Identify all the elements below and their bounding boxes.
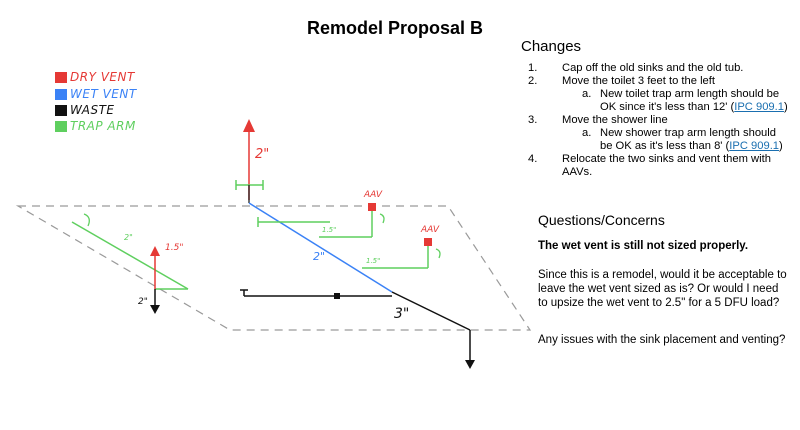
change-text: Move the shower line	[562, 114, 668, 126]
aav1-label: AAV	[363, 190, 383, 200]
waste-stack-arrow	[465, 360, 475, 369]
aav2-trap-icon	[435, 248, 441, 259]
sink2-arm-size-label: 1.5"	[366, 257, 380, 265]
waste-diagonal	[391, 291, 471, 331]
shower-trap-arm-size-label: 2"	[124, 233, 133, 242]
change-item-3: 3. Move the shower line	[528, 114, 788, 127]
change-subnumber: a.	[582, 88, 592, 100]
legend-label-dry-vent: DRY VENT	[70, 70, 135, 84]
toilet-fitting	[334, 293, 340, 299]
changes-heading: Changes	[521, 38, 582, 55]
ipc-reference-link[interactable]: IPC 909.1	[729, 140, 780, 152]
page-title: Remodel Proposal B	[306, 18, 484, 38]
questions-paragraph-2: Any issues with the sink placement and v…	[538, 334, 786, 346]
legend-label-wet-vent: WET VENT	[70, 87, 137, 101]
questions-bold-statement: The wet vent is still not sized properly…	[538, 240, 749, 252]
changes-list: 1. Cap off the old sinks and the old tub…	[528, 62, 788, 179]
questions-paragraph-1: Since this is a remodel, would it be acc…	[538, 269, 787, 309]
shower-vent-size-label: 1.5"	[165, 243, 183, 253]
change-item-2: 2. Move the toilet 3 feet to the left	[528, 75, 788, 88]
change-number: 3.	[528, 114, 538, 126]
change-text: Relocate the two sinks and vent them wit…	[562, 153, 771, 178]
legend-swatch-waste	[55, 105, 67, 116]
change-subtext-close: )	[779, 140, 783, 152]
shower-drain-size-label: 2"	[138, 297, 148, 307]
aav1-trap-icon	[379, 213, 385, 224]
dry-vent-size-label: 2"	[255, 147, 269, 162]
legend-swatch-dry-vent	[55, 72, 67, 83]
change-subtext: New toilet trap arm length should be OK …	[600, 88, 780, 113]
legend-swatch-trap-arm	[55, 121, 67, 132]
aav2-label: AAV	[420, 225, 440, 235]
change-subtext: New shower trap arm length should be OK …	[600, 127, 776, 152]
toilet-drain-size-label: 3"	[394, 306, 409, 322]
floor-outline	[15, 205, 532, 331]
change-subtext-close: )	[784, 101, 788, 113]
questions-heading: Questions/Concerns	[538, 212, 665, 228]
change-item-4: 4. Relocate the two sinks and vent them …	[528, 153, 788, 179]
aav1-valve	[368, 203, 376, 211]
shower-vent-arrow	[150, 246, 160, 256]
legend-swatch-wet-vent	[55, 89, 67, 100]
dry-vent-arrow	[243, 119, 255, 132]
change-text: Cap off the old sinks and the old tub.	[562, 62, 744, 74]
shower-trap-icon	[83, 213, 90, 227]
change-subnumber: a.	[582, 127, 592, 139]
wet-vent-line	[248, 202, 393, 293]
legend-label-trap-arm: TRAP ARM	[70, 119, 136, 133]
change-item-1: 1. Cap off the old sinks and the old tub…	[528, 62, 788, 75]
change-number: 4.	[528, 153, 538, 165]
aav2-valve	[424, 238, 432, 246]
sink1-arm-size-label: 1.5"	[322, 226, 336, 234]
shower-drain-arrow	[150, 305, 160, 314]
change-text: Move the toilet 3 feet to the left	[562, 75, 715, 87]
wet-vent-size-label: 2"	[313, 250, 325, 263]
shower-trap-arm	[71, 221, 189, 290]
change-subitem-3a: a. New shower trap arm length should be …	[562, 127, 788, 153]
legend-label-waste: WASTE	[70, 103, 115, 117]
change-number: 1.	[528, 62, 538, 74]
change-number: 2.	[528, 75, 538, 87]
change-subitem-2a: a. New toilet trap arm length should be …	[562, 88, 788, 114]
ipc-reference-link[interactable]: IPC 909.1	[734, 101, 784, 113]
